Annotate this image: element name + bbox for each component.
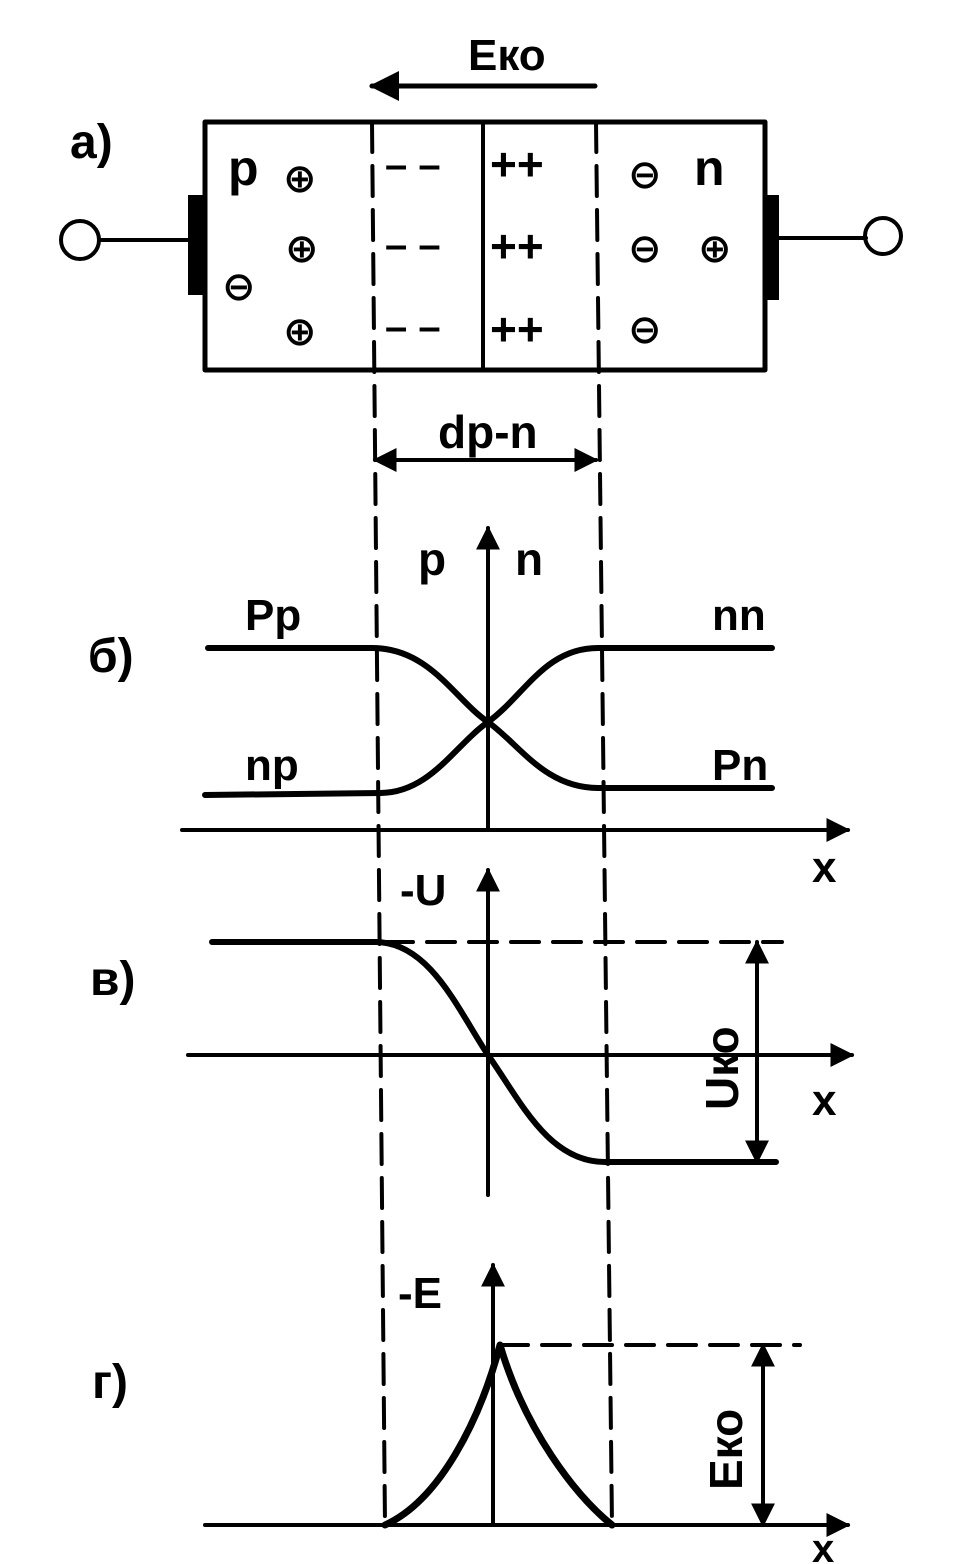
right-terminal[interactable] [863, 216, 903, 256]
label-np: np [245, 741, 299, 790]
electron-symbol: ⊖ [628, 226, 662, 272]
left-contact [188, 195, 205, 295]
hole-symbol: ⊕ [283, 309, 317, 355]
acceptor-ions: – – [385, 143, 441, 187]
label-pp: Pp [245, 591, 301, 640]
donor-ions: ++ [490, 220, 544, 272]
label-n-region: n [694, 140, 725, 196]
donor-ions: ++ [490, 303, 544, 355]
concentration-axis-label-n: n [515, 533, 543, 585]
donor-ions: ++ [490, 138, 544, 190]
curve-electrons [202, 645, 775, 798]
depletion-boundary-left [370, 120, 387, 1527]
hole-symbol: ⊕ [283, 156, 317, 202]
depletion-width-label: dp-n [438, 406, 538, 458]
x-axis-label: x [812, 1076, 837, 1125]
barrier-height-label: Uко [696, 1026, 748, 1110]
field-curve [381, 1341, 616, 1529]
label-part-a: а) [70, 116, 113, 169]
depletion-boundary-right [594, 120, 614, 1527]
label-part-b: б) [88, 630, 134, 683]
label-part-v: в) [90, 953, 136, 1006]
label-nn: nn [712, 591, 766, 640]
concentration-axis-label-p: p [418, 533, 446, 585]
acceptor-ions: – – [385, 305, 441, 349]
label-p-region: p [228, 140, 259, 196]
x-axis-label: x [812, 1527, 834, 1564]
electron-symbol: ⊖ [222, 264, 256, 310]
field-peak-label: Eко [700, 1409, 752, 1490]
label-part-g: г) [92, 1356, 128, 1409]
electron-symbol: ⊖ [628, 307, 662, 353]
potential-axis-label: -U [400, 866, 446, 915]
potential-curve [209, 939, 779, 1165]
acceptor-ions: – – [385, 223, 441, 267]
electron-symbol: ⊖ [628, 152, 662, 198]
field-label: Eко [468, 31, 546, 80]
label-pn: Pn [712, 741, 768, 790]
hole-symbol: ⊕ [698, 226, 732, 272]
hole-symbol: ⊕ [285, 226, 319, 272]
left-terminal[interactable] [59, 219, 101, 261]
right-contact [765, 195, 779, 300]
field-axis-label: -E [398, 1269, 442, 1318]
x-axis-label: x [812, 843, 837, 892]
